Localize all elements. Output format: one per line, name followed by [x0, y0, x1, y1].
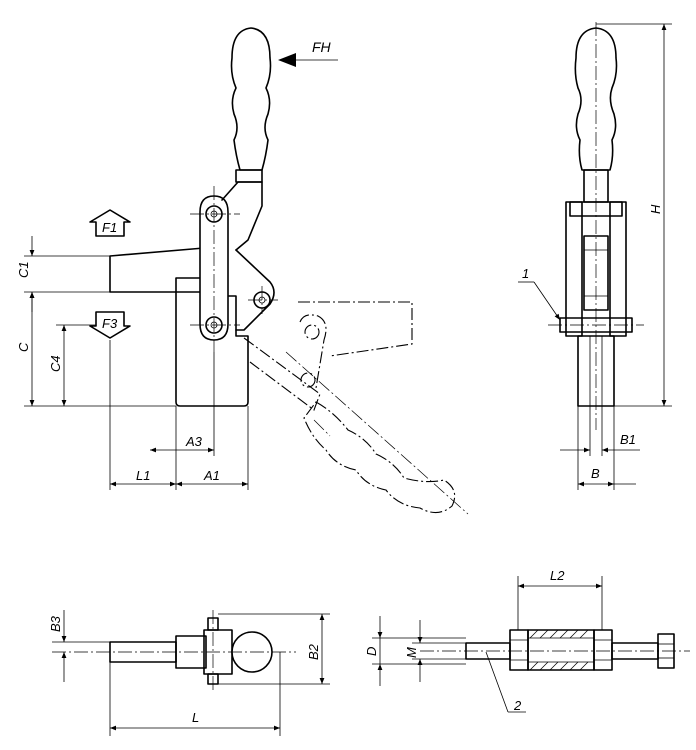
phantom-base: [298, 301, 413, 357]
label-h: H: [648, 204, 663, 214]
phantom-grip: [303, 401, 456, 514]
phantom-pin-bottom: [300, 372, 316, 388]
label-d: D: [364, 647, 379, 656]
fh-arrow-head: [278, 53, 296, 67]
nut-left: [509, 629, 529, 671]
link-arm: [199, 195, 229, 341]
phantom-centerline: [285, 351, 469, 515]
spindle-view: L2 D M 2: [364, 568, 690, 713]
pivot-plate: [235, 249, 275, 331]
label-c4: C4: [48, 355, 63, 372]
label-a1: A1: [203, 468, 220, 483]
phantom-pin-top: [304, 324, 320, 340]
label-b1: B1: [620, 432, 636, 447]
label-fh: FH: [312, 39, 332, 55]
label-l2: L2: [550, 568, 565, 583]
handle-grip: [230, 27, 272, 171]
side-plate-left: [565, 201, 583, 337]
clamping-arm: [109, 247, 205, 293]
phantom-link: [299, 314, 327, 389]
label-b: B: [591, 466, 600, 481]
item2-leader: [485, 651, 509, 713]
top-view: B3 B2 L: [48, 610, 330, 736]
front-view: FH F1 F3 C1 C C4 A3 L1 A1: [16, 27, 469, 515]
label-l: L: [192, 710, 199, 725]
item1-leader: [533, 281, 561, 321]
label-b2: B2: [306, 643, 321, 660]
nut-right: [593, 629, 613, 671]
side-view: H B1 B 1: [518, 22, 672, 490]
label-f1: F1: [102, 220, 117, 235]
phantom-lever: [243, 337, 321, 411]
base-body: [175, 277, 249, 407]
f3-arrow: [89, 311, 131, 339]
sleeve: [527, 629, 595, 671]
label-a3: A3: [185, 434, 203, 449]
label-item2: 2: [513, 698, 522, 713]
label-c1: C1: [16, 261, 31, 278]
label-m: M: [404, 647, 419, 658]
label-f3: F3: [102, 316, 118, 331]
phantom-collar-line: [313, 419, 331, 437]
label-c: C: [16, 342, 31, 352]
label-l1: L1: [136, 468, 150, 483]
side-plate-right: [609, 201, 627, 337]
sleeve-hatching: [529, 629, 589, 671]
f1-arrow: [89, 209, 131, 237]
label-item1: 1: [522, 266, 529, 281]
lever-stem: [221, 181, 263, 251]
handle-collar: [235, 169, 263, 183]
label-b3: B3: [48, 615, 63, 632]
